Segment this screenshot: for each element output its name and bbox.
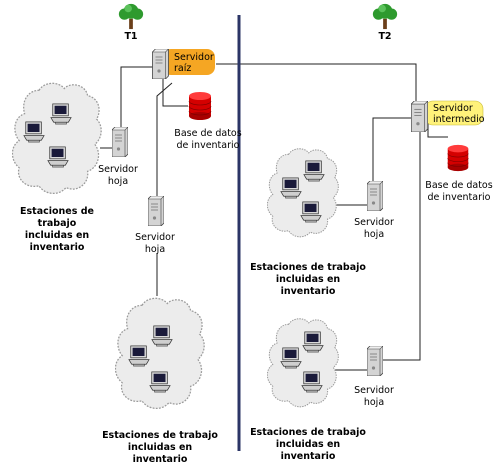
workstation-icon bbox=[151, 325, 173, 347]
right-database-label-line1: Base de datos bbox=[425, 180, 493, 191]
link-root-intermediate bbox=[216, 63, 417, 104]
right-database-label: Base de datos de inventario bbox=[421, 180, 497, 204]
workstation-icon bbox=[300, 201, 322, 223]
right-workstations-top-caption-line1: Estaciones de trabajo bbox=[250, 262, 366, 273]
left-leaf-server-top-label-line1: Servidor bbox=[98, 164, 138, 175]
link-intermediate-database bbox=[427, 118, 448, 138]
right-workstations-bottom-caption: Estaciones de trabajo incluidas en inven… bbox=[247, 427, 369, 463]
link-intermediate-leafright2 bbox=[381, 118, 421, 361]
link-root-database bbox=[162, 75, 188, 107]
right-leaf-server-bottom-label: Servidor hoja bbox=[352, 385, 396, 409]
leaf-server-icon bbox=[148, 196, 164, 226]
left-leaf-server-top-label-line2: hoja bbox=[107, 176, 129, 187]
left-leaf-server-mid-label-line1: Servidor bbox=[135, 232, 175, 243]
right-leaf-server-top-label: Servidor hoja bbox=[352, 217, 396, 241]
link-intermediate-leafright1 bbox=[372, 117, 416, 183]
left-workstations-top-caption-line1: Estaciones de trabajo bbox=[20, 206, 94, 229]
intermediate-server-label-line1: Servidor bbox=[433, 103, 473, 114]
left-database-label: Base de datos de inventario bbox=[168, 128, 248, 152]
workstation-icon bbox=[301, 371, 323, 393]
root-server-label: Servidor raíz bbox=[169, 51, 215, 74]
leaf-server-icon bbox=[367, 346, 383, 376]
workstation-icon bbox=[23, 121, 45, 143]
left-workstations-bottom-caption: Estaciones de trabajo incluidas en inven… bbox=[100, 430, 220, 466]
intermediate-server-label: Servidor intermedio bbox=[428, 102, 485, 125]
database-icon bbox=[447, 144, 469, 172]
workstation-icon bbox=[128, 345, 150, 367]
inventory-diagram bbox=[12, 3, 484, 451]
left-database-label-line1: Base de datos bbox=[174, 128, 242, 139]
leaf-server-icon bbox=[367, 181, 383, 211]
root-server-label-line1: Servidor bbox=[174, 52, 214, 63]
tree-label-t1: T1 bbox=[124, 31, 138, 42]
left-leaf-server-mid-label: Servidor hoja bbox=[133, 232, 177, 256]
left-workstations-bottom-caption-line2: incluidas en inventario bbox=[127, 442, 193, 465]
right-leaf-server-bottom-label-line1: Servidor bbox=[354, 385, 394, 396]
intermediate-server-icon bbox=[411, 101, 428, 132]
workstations-cloud-right-top bbox=[267, 148, 339, 238]
right-database-label-line2: de inventario bbox=[427, 192, 491, 203]
left-leaf-server-top-label: Servidor hoja bbox=[96, 164, 140, 188]
root-server-tag bbox=[163, 49, 215, 75]
intermediate-server-label-line2: intermedio bbox=[433, 114, 485, 125]
leaf-server-icon bbox=[112, 127, 128, 157]
workstation-icon bbox=[47, 146, 69, 168]
right-workstations-top-caption: Estaciones de trabajo incluidas en inven… bbox=[247, 262, 369, 298]
workstation-icon bbox=[50, 103, 72, 125]
workstation-icon bbox=[280, 347, 302, 369]
workstation-icon bbox=[302, 331, 324, 353]
left-leaf-server-mid-label-line2: hoja bbox=[144, 244, 166, 255]
right-leaf-server-bottom-label-line2: hoja bbox=[363, 397, 385, 408]
database-icon bbox=[188, 91, 212, 121]
left-workstations-top-caption-line2: incluidas en inventario bbox=[24, 230, 90, 253]
right-leaf-server-top-label-line2: hoja bbox=[363, 229, 385, 240]
workstation-icon bbox=[303, 160, 325, 182]
workstation-icon bbox=[149, 371, 171, 393]
right-workstations-bottom-caption-line2: incluidas en inventario bbox=[275, 439, 341, 462]
root-server-label-line2: raíz bbox=[174, 63, 192, 74]
link-root-leafmid bbox=[156, 82, 173, 197]
right-leaf-server-top-label-line1: Servidor bbox=[354, 217, 394, 228]
tree-icon-t2 bbox=[372, 3, 398, 30]
left-workstations-top-caption: Estaciones de trabajo incluidas en inven… bbox=[0, 206, 114, 254]
workstations-cloud-right-bottom bbox=[267, 318, 339, 408]
tree-icon-t1 bbox=[118, 3, 144, 30]
root-server-icon bbox=[152, 49, 169, 79]
right-workstations-top-caption-line2: incluidas en inventario bbox=[275, 274, 341, 297]
left-database-label-line2: de inventario bbox=[176, 140, 240, 151]
connection-lines bbox=[100, 63, 448, 371]
right-workstations-bottom-caption-line1: Estaciones de trabajo bbox=[250, 427, 366, 438]
tree-label-t2: T2 bbox=[378, 31, 392, 42]
left-workstations-bottom-caption-line1: Estaciones de trabajo bbox=[102, 430, 218, 441]
workstation-icon bbox=[280, 177, 302, 199]
link-root-leaftop bbox=[120, 66, 160, 128]
